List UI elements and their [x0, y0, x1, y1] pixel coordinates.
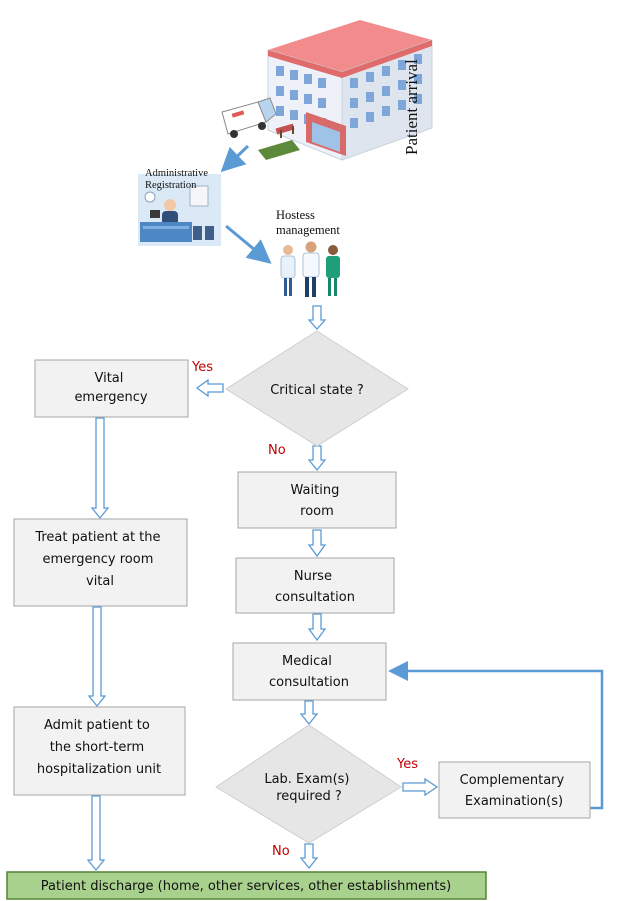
waiting-room-box: [237, 471, 397, 529]
discharge-box: [6, 871, 487, 900]
medical-consultation-label: Medical consultation: [269, 654, 349, 690]
arrow-registration-to-hostess: [225, 224, 272, 264]
complementary-exam-box: [438, 761, 591, 819]
arrow-down-to-medical: [307, 613, 327, 642]
arrow-down-left-to-discharge: [86, 795, 106, 872]
admit-patient-box: [13, 706, 186, 796]
nurse-consultation-box: [235, 557, 395, 614]
critical-yes-label: Yes: [191, 360, 213, 375]
lab-exam-diamond: [215, 724, 402, 844]
waiting-room-label: Waiting room: [291, 483, 344, 519]
lab-exam-label: Lab. Exam(s) required ?: [264, 772, 353, 804]
registration-desk-icon: [138, 174, 221, 246]
arrow-left-to-vital: [195, 378, 224, 398]
arrow-complementary-to-medical: [388, 661, 604, 810]
lab-yes-label: Yes: [396, 757, 418, 772]
treat-patient-box: [13, 518, 188, 607]
hostess-management-label: Hostess management: [276, 208, 340, 237]
critical-state-label: Critical state ?: [270, 383, 364, 398]
patient-arrival-label: Patient arrival: [402, 59, 421, 155]
treat-patient-label: Treat patient at the emergency room vita…: [34, 530, 164, 589]
admin-registration-label: Administrative Registration: [145, 168, 211, 191]
nurse-consultation-label: Nurse consultation: [275, 569, 355, 605]
arrow-arrival-to-registration: [220, 144, 250, 173]
hospital-building-icon: [267, 20, 433, 161]
vital-emergency-label: Vital emergency: [74, 371, 147, 405]
arrow-down-to-admit: [87, 606, 107, 708]
medical-consultation-box: [232, 642, 387, 701]
medical-staff-icon: [280, 241, 340, 297]
arrow-down-to-lab: [299, 700, 319, 726]
garden-bench-icon: [258, 123, 300, 160]
arrow-right-to-complementary: [402, 777, 439, 797]
discharge-label: Patient discharge (home, other services,…: [41, 879, 451, 894]
lab-no-label: No: [272, 844, 290, 859]
arrow-down-to-waiting: [307, 445, 327, 472]
arrow-down-to-treat: [90, 417, 110, 520]
admit-patient-label: Admit patient to the short-term hospital…: [37, 718, 161, 777]
arrow-down-to-nurse: [307, 529, 327, 558]
flow-arrows: [86, 305, 439, 872]
ambulance-icon: [221, 97, 277, 138]
arrow-down-to-critical: [307, 305, 327, 330]
arrow-down-to-discharge: [299, 843, 319, 870]
critical-state-diamond: [225, 330, 409, 447]
vital-emergency-box: [34, 359, 189, 418]
critical-no-label: No: [268, 443, 286, 458]
complementary-exam-label: Complementary Examination(s): [460, 773, 569, 809]
